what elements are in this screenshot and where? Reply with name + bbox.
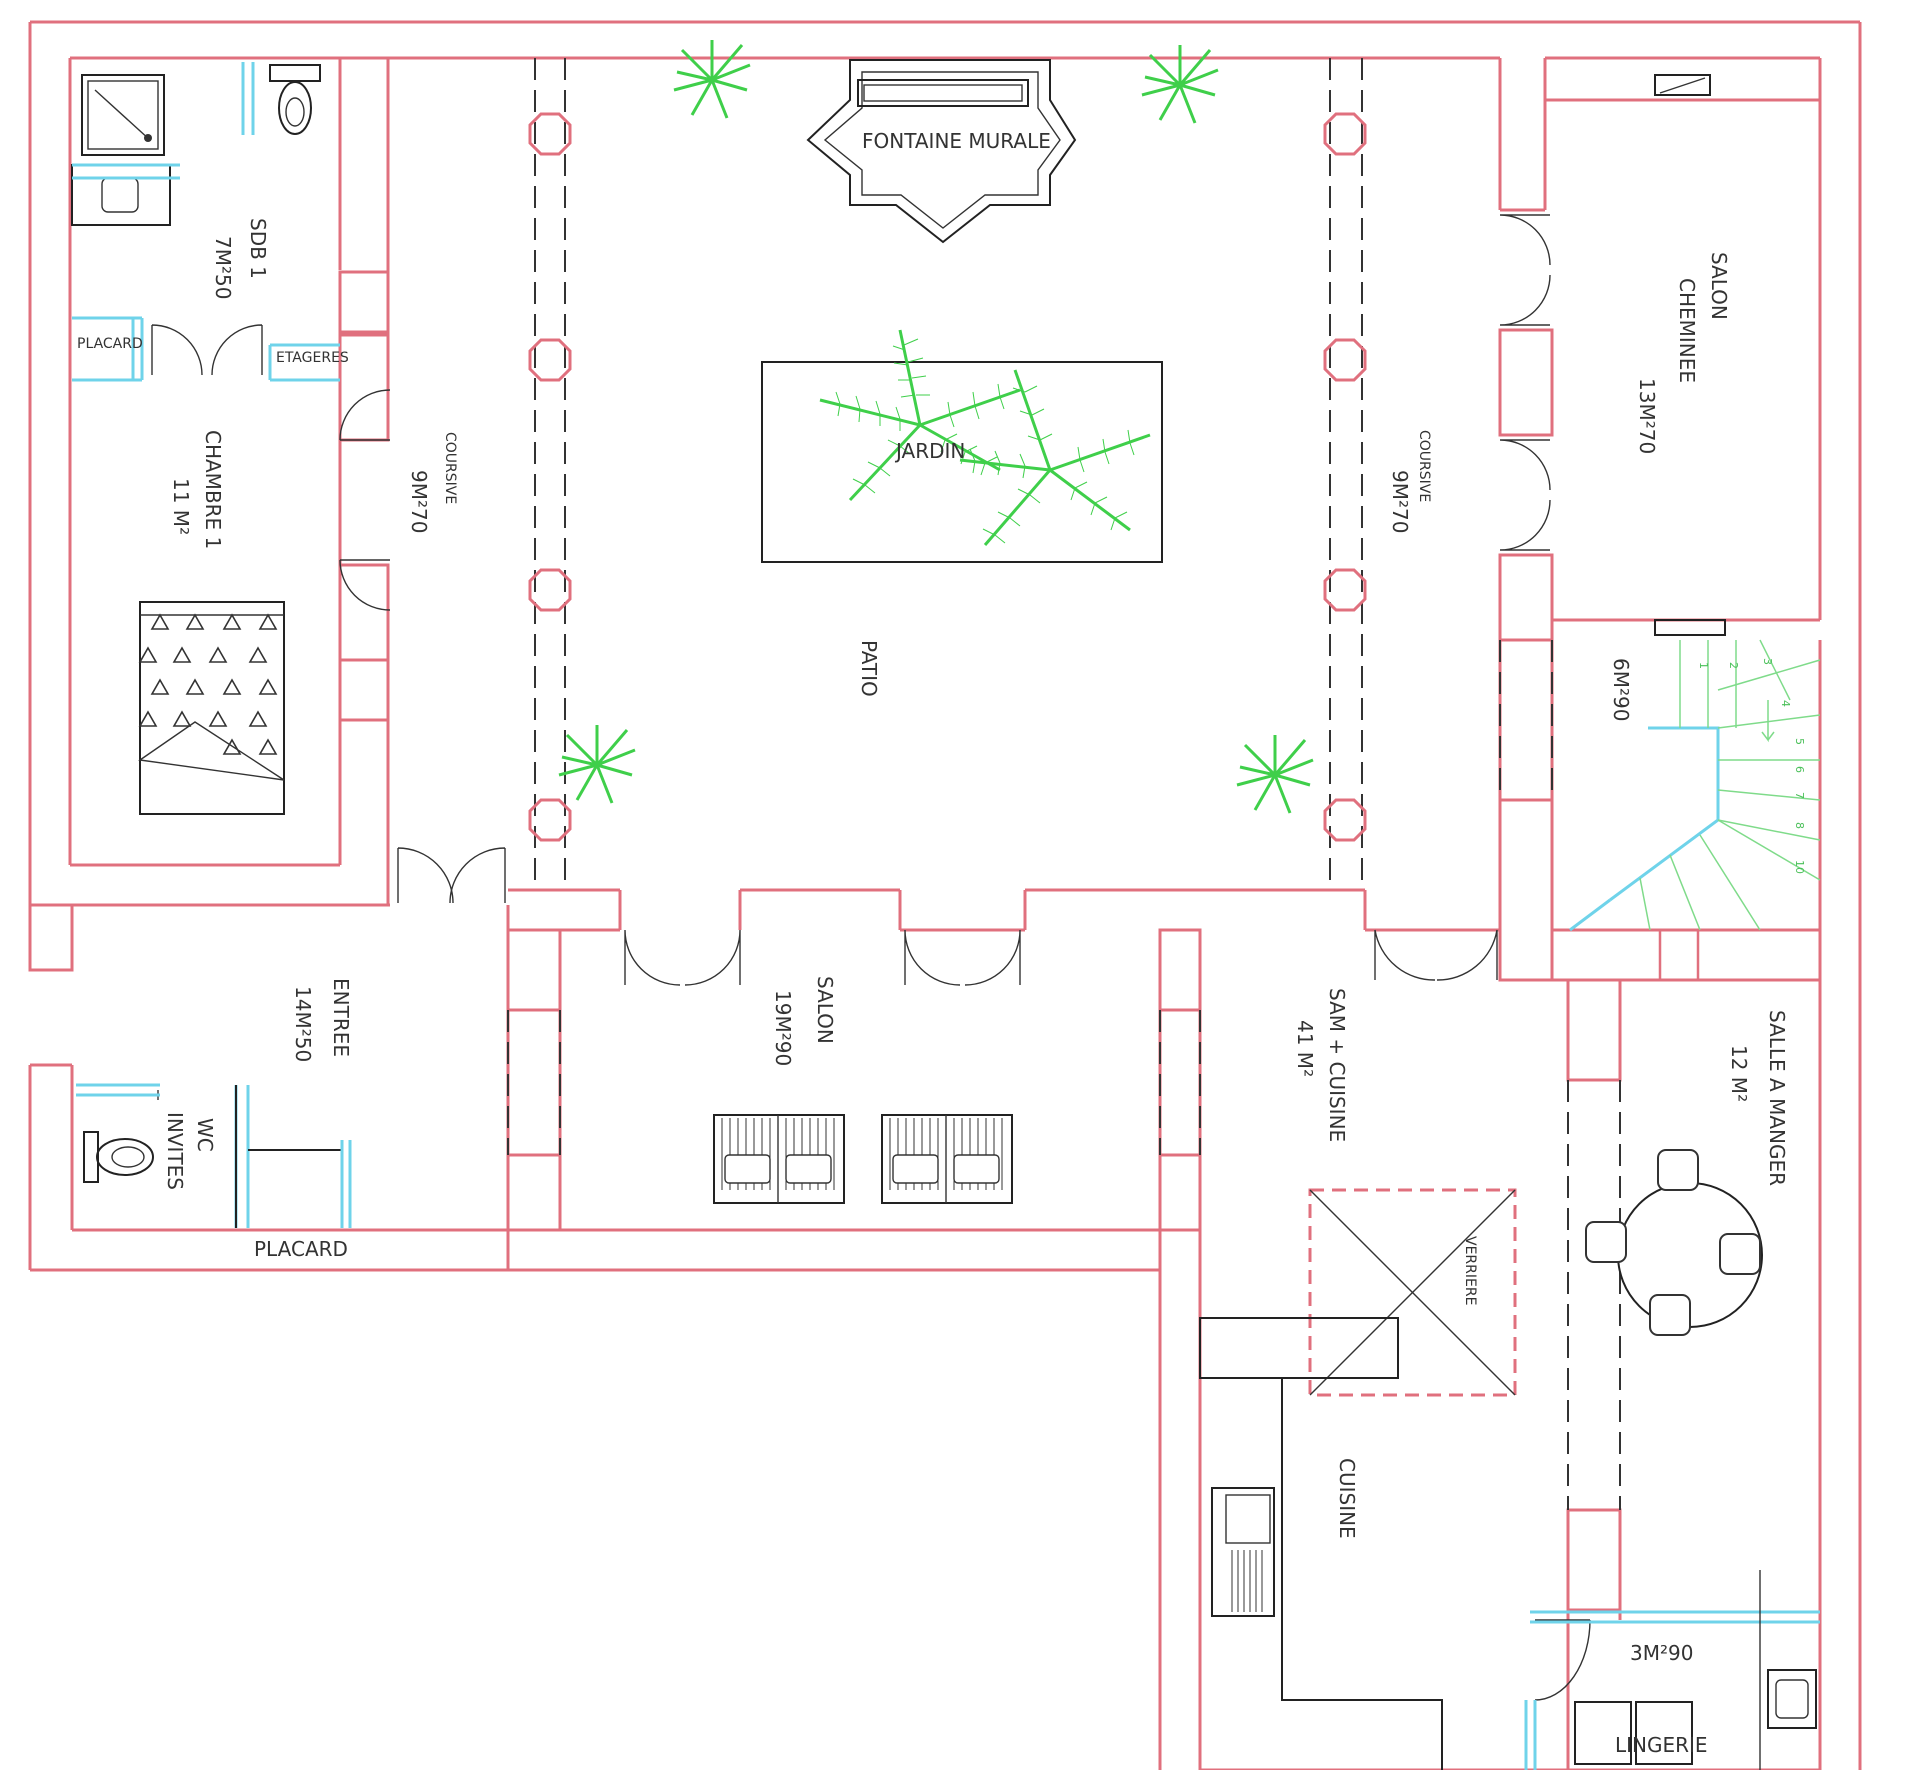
placard-bottom-label: PLACARD: [254, 1237, 348, 1261]
palm-icon: [819, 329, 1151, 546]
sdb1-area: 7M²50: [211, 236, 235, 299]
shower-icon: [81, 74, 165, 156]
wc-label: WC: [193, 1118, 217, 1152]
cuisine-label: CUISINE: [1335, 1458, 1359, 1539]
salon-area: 19M²90: [771, 990, 795, 1066]
bed-icon: [138, 601, 285, 815]
stair-step-label: 5: [1793, 738, 1806, 745]
coursive-right-name: COURSIVE: [1416, 430, 1432, 502]
stair-step-label: 10: [1793, 860, 1806, 874]
column-icon: [1323, 112, 1367, 156]
patio-label: PATIO: [857, 640, 881, 697]
lingerie-label: LINGERIE: [1615, 1733, 1708, 1757]
column-icon: [1323, 338, 1367, 382]
jardin-label: JARDIN: [894, 439, 965, 463]
toilet-icon: [269, 64, 321, 135]
palm-icon: [558, 40, 1314, 814]
entree-name: ENTREE: [329, 978, 353, 1057]
sofa-icon: [881, 1114, 1013, 1204]
salle-a-manger-area: 12 M²: [1727, 1045, 1751, 1102]
lingerie-area: 3M²90: [1630, 1641, 1693, 1665]
jardin-bed: [761, 361, 1163, 563]
salle-a-manger-name: SALLE A MANGER: [1765, 1010, 1789, 1186]
room-labels: SDB 1 7M²50 PLACARD ETAGERES CHAMBRE 1 1…: [77, 129, 1789, 1757]
column-icon: [528, 568, 572, 612]
dining-table-icon: [1585, 1149, 1763, 1336]
chambre1-area: 11 M²: [169, 478, 193, 535]
entree-area: 14M²50: [291, 986, 315, 1062]
placard-label: PLACARD: [77, 336, 143, 352]
salon-cheminee-sub: CHEMINEE: [1675, 278, 1699, 383]
coursive-left-name: COURSIVE: [442, 432, 458, 504]
stair-step-label: 1: [1697, 662, 1710, 669]
fireplace-icon: [1654, 74, 1711, 96]
stair-step-label: 6: [1793, 766, 1806, 773]
columns: [528, 112, 1367, 842]
column-icon: [528, 338, 572, 382]
stair-step-label: 2: [1727, 662, 1740, 669]
sink-icon: [101, 177, 139, 213]
etageres-label: ETAGERES: [276, 350, 349, 366]
chambre1-name: CHAMBRE 1: [201, 430, 225, 549]
sam-cuisine-area: 41 M²: [1293, 1020, 1317, 1077]
verriere-label: VERRIERE: [1462, 1236, 1478, 1305]
salon-cheminee-area: 13M²70: [1635, 378, 1659, 454]
column-icon: [528, 112, 572, 156]
stair-step-label: 8: [1793, 822, 1806, 829]
doors: [151, 214, 1591, 1701]
stair-step-label: 7: [1793, 792, 1806, 799]
sam-cuisine-name: SAM + CUISINE: [1325, 988, 1349, 1142]
toilet-icon: [83, 1131, 154, 1183]
salon-cheminee-name: SALON: [1707, 252, 1731, 320]
column-icon: [528, 798, 572, 842]
sofa-icon: [713, 1114, 845, 1204]
stair-step-label: 4: [1779, 700, 1792, 707]
coursive-left-area: 9M²70: [407, 470, 431, 533]
column-icon: [1323, 798, 1367, 842]
salon-name: SALON: [813, 976, 837, 1044]
kitchen-sink-icon: [1211, 1487, 1275, 1617]
fontaine-label: FONTAINE MURALE: [862, 129, 1051, 153]
wc-invites-label: INVITES: [163, 1112, 187, 1190]
staircase: 1 2 3 4 5 6 7 8 10: [1569, 639, 1821, 932]
stair-area: 6M²90: [1609, 658, 1633, 721]
sink-icon: [1767, 1669, 1817, 1729]
sdb1-name: SDB 1: [246, 218, 270, 279]
coursive-right-area: 9M²70: [1388, 470, 1412, 533]
fontaine-murale: [806, 59, 1077, 244]
walls: [28, 20, 1862, 1770]
colonnade-lines: [507, 58, 1621, 1510]
fixtures: [71, 62, 1820, 1770]
column-icon: [1323, 568, 1367, 612]
stair-step-label: 3: [1761, 658, 1774, 665]
